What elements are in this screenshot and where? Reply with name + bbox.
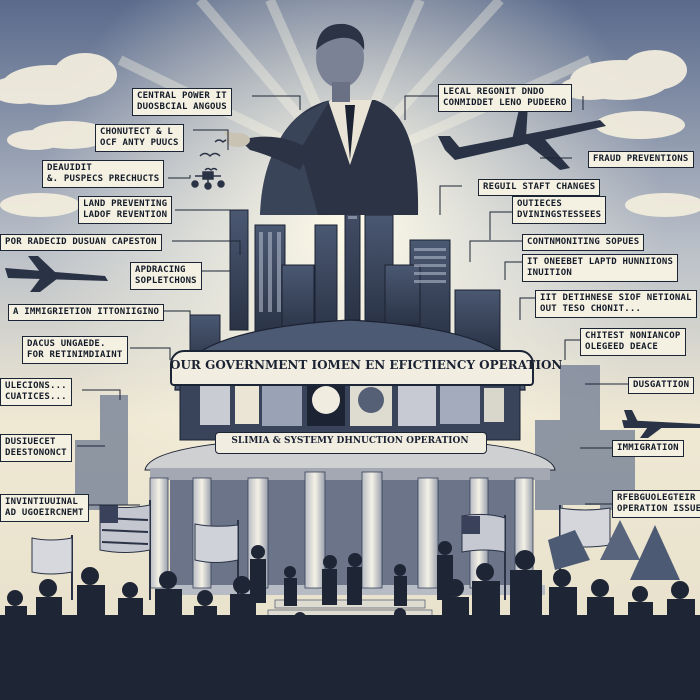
callout-dusiuecet: DUSIUECET DEESTONONCT: [0, 434, 72, 462]
callout-lecal-regonit: LECAL REGONIT DNDO CONMIDDET LENO PUDEER…: [438, 84, 572, 112]
callout-fraud-preventions: FRAUD PREVENTIONS: [588, 151, 694, 168]
callout-deauidit: DEAUIDIT &. PUSPECS PRECHUCTS: [42, 160, 165, 188]
main-banner: [170, 350, 534, 386]
callout-detihnese: IIT DETIHNESE SIOF NETIONAL OUT TESO CHO…: [535, 290, 697, 318]
city-towers: [189, 168, 501, 371]
callout-contnmoniting: CONTNMONITING SOPUES: [522, 234, 645, 251]
callout-invintiuuinal: INVINTIUUINAL AD UGOEIRCNEMT: [0, 494, 89, 522]
callout-land-preventing: LAND PREVENTING LADOF REVENTION: [78, 196, 173, 224]
callout-radecid: POR RADECID DUSUAN CAPESTON: [0, 234, 162, 251]
crowd: [0, 541, 700, 700]
airplane-right: [438, 104, 606, 170]
callout-ulecions: ULECIONS... CUATICES...: [0, 378, 72, 406]
callout-central-power: CENTRAL POWER IT DUOSBCIAL ANGOUS: [132, 88, 232, 116]
callout-immigrietion: A IMMIGRIETION ITTONIIGINO: [8, 304, 165, 321]
leader-figure: [224, 23, 419, 215]
sub-banner-text: SLIMIA & SYSTEMY DHNUCTION OPERATION: [231, 436, 469, 446]
clouds: [0, 50, 700, 217]
drone: [191, 171, 225, 190]
callout-immigration: IMMIGRATION: [612, 440, 684, 457]
main-banner-text: OUR GOVERNMENT IOMEN EN EFICTIENCY OPERA…: [170, 358, 563, 372]
callout-apdracing: APDRACING SOPLETCHONS: [130, 262, 202, 290]
sub-banner: [215, 432, 487, 454]
airplane-left: [5, 256, 108, 292]
flags: [31, 500, 680, 600]
callout-chitest: CHITEST NONIANCOP OLEGEED DEACE: [580, 328, 686, 356]
callout-chonutect: CHONUTECT & L OCF ANTY PUUCS: [95, 124, 184, 152]
callout-staft-changes: REGUIL STAFT CHANGES: [478, 179, 601, 196]
callout-it-oneebet: IT ONEEBET LAPTD HUNNIIONS INUITION: [522, 254, 679, 282]
callout-dacus: DACUS UNGAEDE. FOR RETINIMDIAINT: [22, 336, 128, 364]
callout-rfebguolegteir: RFEBGUOLEGTEIR OPERATION ISSUE: [612, 490, 700, 518]
airplane-small-right: [622, 410, 700, 438]
callout-dusgattion: DUSGATTION: [628, 377, 695, 394]
callout-outieces: OUTIECES DVININGSTESSEES: [512, 196, 607, 224]
